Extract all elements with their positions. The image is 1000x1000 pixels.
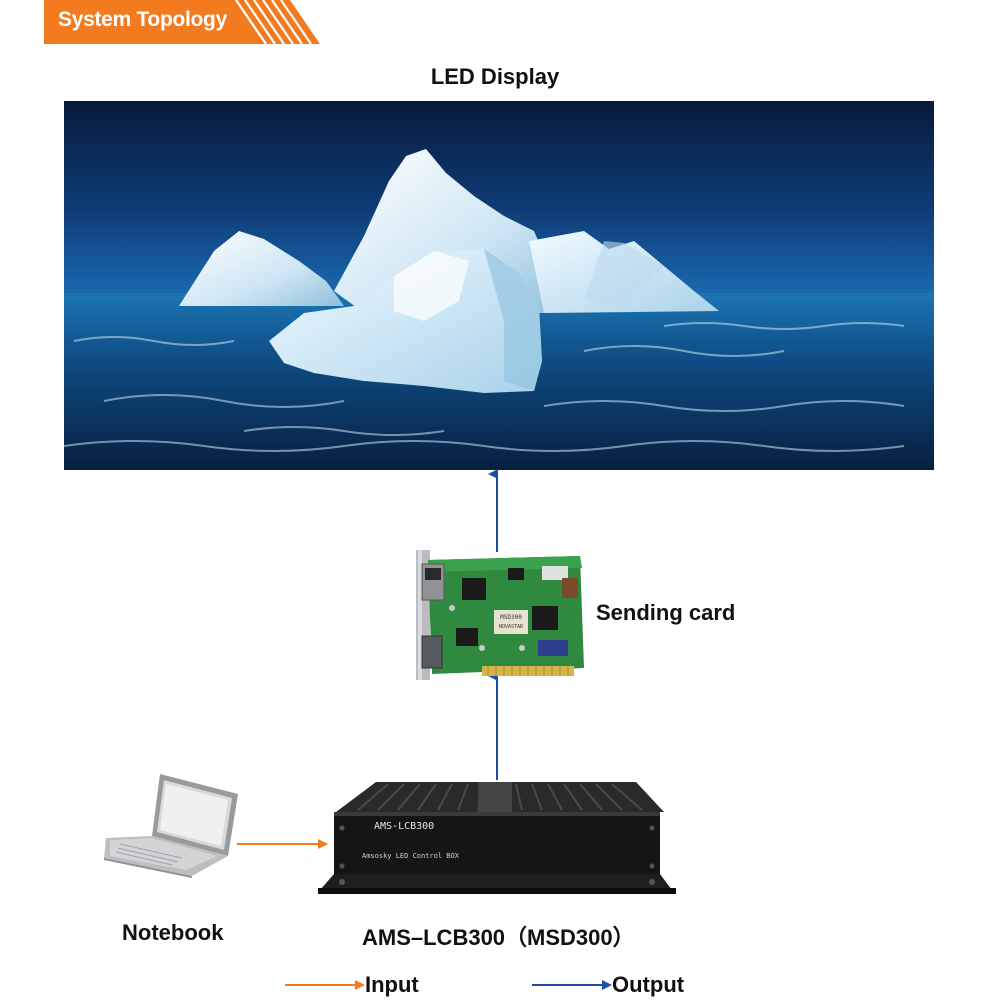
box-front-subtitle: Amsosky LED Control BOX [362, 852, 459, 860]
output-legend-arrow-icon [532, 980, 612, 990]
legend-input: Input [285, 972, 419, 998]
sending-card-image: MSD300 NOVASTAR [416, 550, 584, 680]
card-chip-text: MSD300 [500, 614, 522, 621]
header-banner [44, 0, 320, 44]
control-box-label: AMS–LCB300（MSD300） [362, 925, 635, 950]
legend-input-label: Input [365, 972, 419, 997]
led-display-image [64, 101, 934, 470]
banner-title: System Topology [58, 8, 227, 31]
notebook-label: Notebook [122, 920, 224, 945]
legend-output-label: Output [612, 972, 685, 997]
sending-card-label: Sending card [596, 600, 736, 625]
notebook-image [104, 774, 238, 878]
control-box-image [318, 782, 676, 894]
card-chip-subtext: NOVASTAR [499, 624, 524, 630]
box-front-model: AMS-LCB300 [374, 821, 435, 832]
legend-output: Output [532, 972, 684, 998]
led-display-label: LED Display [430, 64, 560, 89]
input-legend-arrow-icon [285, 980, 365, 990]
